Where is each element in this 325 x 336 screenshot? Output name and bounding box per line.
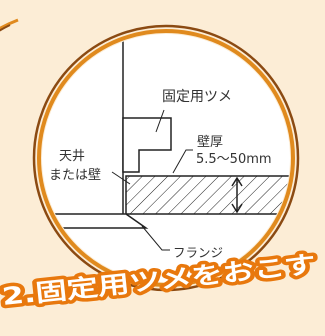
left-ring-arc-inner: [0, 24, 11, 296]
leader-ceiling: [111, 171, 131, 185]
orange-ring: [37, 29, 295, 287]
wall-thickness-label-line2: 5.5～50mm: [196, 152, 272, 167]
leader-flange: [141, 225, 170, 251]
wall-slab: [125, 175, 290, 215]
leader-fixing-claw: [155, 109, 165, 133]
wall-thickness-label-line1: 壁厚: [197, 135, 223, 150]
leader-wall-thickness: [172, 149, 193, 174]
left-ring-arc: [0, 18, 19, 302]
outer-ring: [32, 24, 300, 292]
dimension-arrow-up: [231, 176, 243, 187]
flange-label: フランジ: [173, 245, 223, 260]
ceiling-label-line2: または壁: [49, 168, 101, 183]
fixing-claw-label: 固定用ツメ: [162, 89, 232, 105]
fixing-claw: [122, 117, 172, 173]
ceiling-label-line1: 天井: [59, 149, 85, 164]
dimension-arrow-down: [231, 203, 243, 214]
